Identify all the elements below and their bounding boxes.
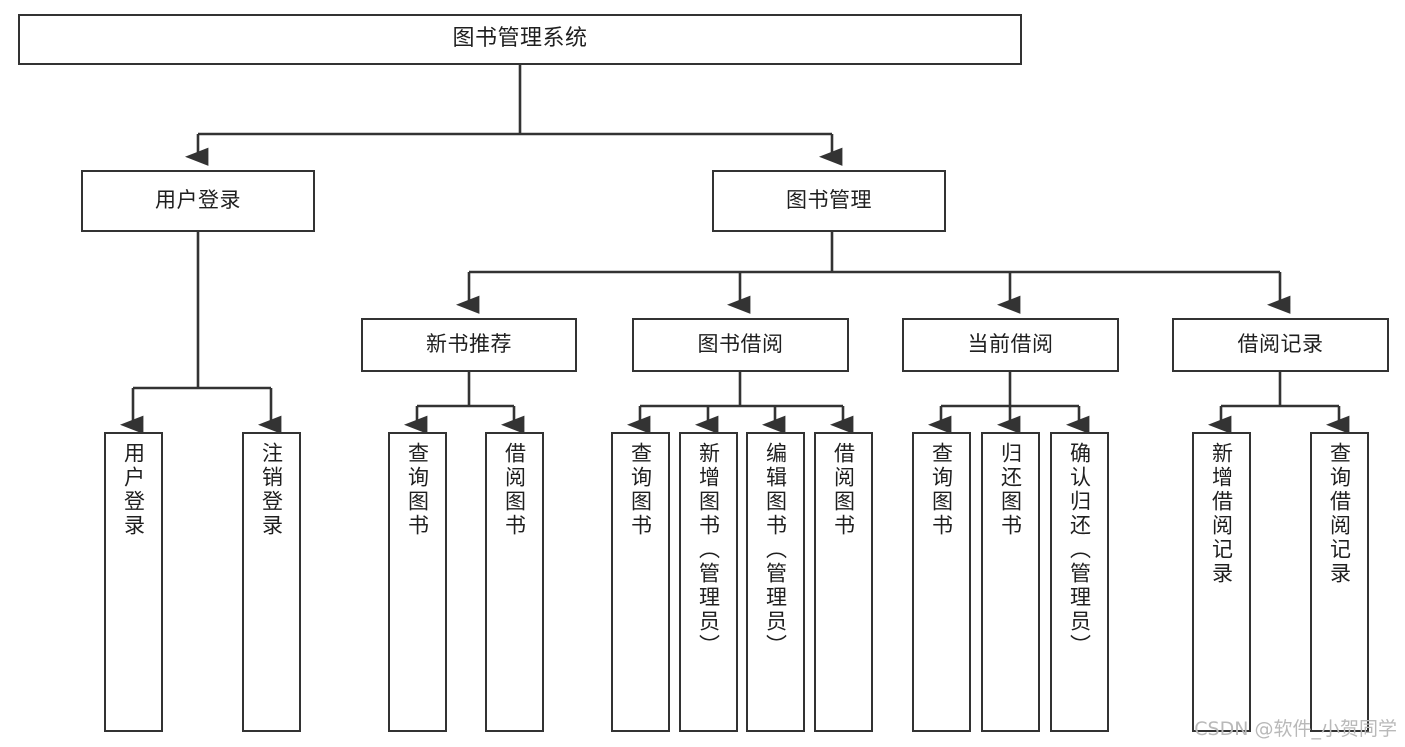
- leaf-book-borrow-borrow-book[interactable]: 借阅图书: [814, 432, 873, 732]
- leaf-user-login-logout[interactable]: 注销登录: [242, 432, 301, 732]
- node-label: 归还图书: [998, 442, 1023, 538]
- leaf-current-borrow-query-book[interactable]: 查询图书: [912, 432, 971, 732]
- leaf-user-login-login[interactable]: 用户登录: [104, 432, 163, 732]
- node-label: 新增图书（管理员）: [696, 442, 721, 658]
- node-label: 借阅图书: [831, 442, 856, 538]
- leaf-borrow-record-add-record[interactable]: 新增借阅记录: [1192, 432, 1251, 732]
- node-label: 当前借阅: [967, 332, 1054, 357]
- leaf-new-book-query-book[interactable]: 查询图书: [388, 432, 447, 732]
- node-label: 新书推荐: [426, 332, 512, 357]
- leaf-book-borrow-add-book-admin[interactable]: 新增图书（管理员）: [679, 432, 738, 732]
- leaf-book-borrow-edit-book-admin[interactable]: 编辑图书（管理员）: [746, 432, 805, 732]
- leaf-current-borrow-return-book[interactable]: 归还图书: [981, 432, 1040, 732]
- csdn-watermark: CSDN @软件_小贺同学: [1194, 718, 1397, 740]
- node-label: 用户登录: [155, 188, 241, 213]
- node-label: 图书借阅: [697, 332, 784, 357]
- leaf-current-borrow-confirm-return-admin[interactable]: 确认归还（管理员）: [1050, 432, 1109, 732]
- leaf-book-borrow-query-book[interactable]: 查询图书: [611, 432, 670, 732]
- node-book-borrow[interactable]: 图书借阅: [632, 318, 849, 372]
- node-label: 图书管理系统: [452, 26, 588, 52]
- node-label: 图书管理: [786, 188, 872, 213]
- node-label: 确认归还（管理员）: [1067, 442, 1092, 658]
- node-label: 用户登录: [121, 442, 146, 538]
- node-label: 编辑图书（管理员）: [763, 442, 788, 658]
- node-label: 查询借阅记录: [1327, 442, 1352, 586]
- node-label: 查询图书: [628, 442, 653, 538]
- node-current-borrow[interactable]: 当前借阅: [902, 318, 1119, 372]
- node-root-system[interactable]: 图书管理系统: [18, 14, 1022, 65]
- leaf-new-book-borrow-book[interactable]: 借阅图书: [485, 432, 544, 732]
- node-label: 借阅记录: [1237, 332, 1324, 357]
- node-label: 借阅图书: [502, 442, 527, 538]
- node-label: 查询图书: [405, 442, 430, 538]
- node-new-book-recommend[interactable]: 新书推荐: [361, 318, 577, 372]
- node-borrow-record[interactable]: 借阅记录: [1172, 318, 1389, 372]
- node-user-login[interactable]: 用户登录: [81, 170, 315, 232]
- node-book-management[interactable]: 图书管理: [712, 170, 946, 232]
- node-label: 注销登录: [259, 442, 284, 538]
- node-label: 查询图书: [929, 442, 954, 538]
- leaf-borrow-record-query-record[interactable]: 查询借阅记录: [1310, 432, 1369, 732]
- node-label: 新增借阅记录: [1209, 442, 1234, 586]
